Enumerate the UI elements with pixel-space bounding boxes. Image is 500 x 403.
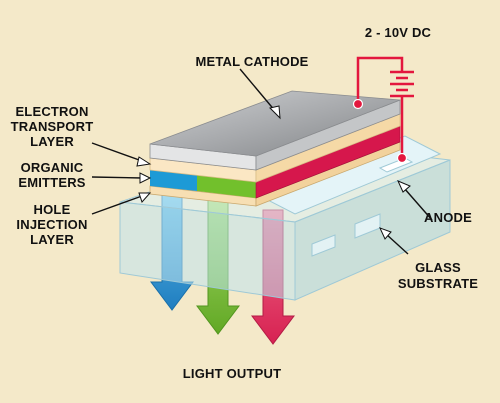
label-glass-substrate-1: GLASS — [415, 260, 461, 275]
emitter-green — [197, 175, 256, 198]
label-electron-transport-3: LAYER — [30, 134, 74, 149]
label-hole-injection-3: LAYER — [30, 232, 74, 247]
anode-contact-dot — [396, 152, 408, 164]
organic-emitter-layer — [150, 125, 401, 199]
label-organic-emitters-2: EMITTERS — [18, 175, 85, 190]
label-organic-emitters-1: ORGANIC — [21, 160, 84, 175]
metal-cathode — [149, 90, 401, 171]
emitter-blue — [150, 170, 197, 191]
label-light-output: LIGHT OUTPUT — [183, 366, 281, 381]
label-anode: ANODE — [424, 210, 472, 225]
label-hole-injection-1: HOLE — [34, 202, 71, 217]
label-electron-transport-2: TRANSPORT — [11, 119, 94, 134]
label-electron-transport-1: ELECTRON — [15, 104, 88, 119]
cathode-contact-dot — [352, 98, 364, 110]
label-voltage: 2 - 10V DC — [365, 25, 432, 40]
leader-lines — [91, 68, 433, 255]
label-metal-cathode: METAL CATHODE — [195, 54, 308, 69]
label-hole-injection-2: INJECTION — [16, 217, 87, 232]
label-glass-substrate-2: SUBSTRATE — [398, 276, 478, 291]
battery-icon — [390, 70, 414, 98]
emitter-red — [256, 126, 400, 198]
power-circuit — [356, 56, 404, 158]
